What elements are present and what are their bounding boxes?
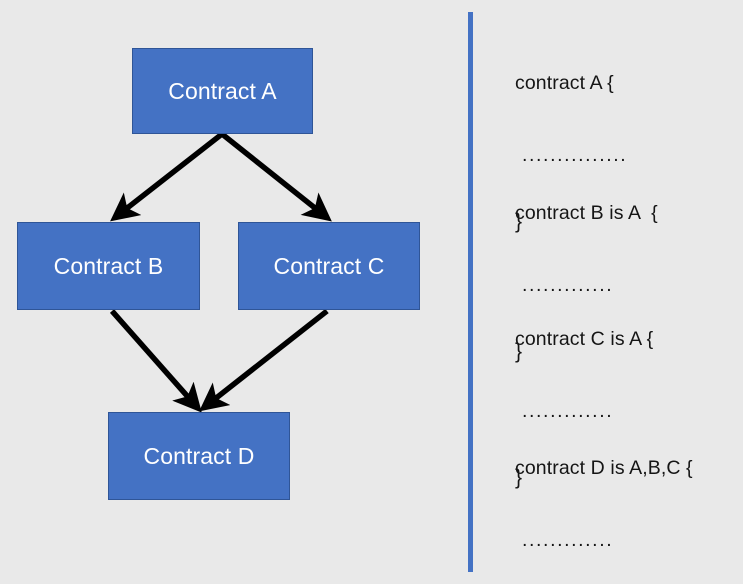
node-contract-c[interactable]: Contract C <box>238 222 420 310</box>
node-contract-c-label: Contract C <box>273 252 385 279</box>
code-header: contract C is A { <box>515 328 654 350</box>
diagram-pane: Contract A Contract B Contract C Contrac… <box>17 48 420 500</box>
code-block-contract-b: contract B is A { ............. } <box>515 166 743 407</box>
code-footer: } <box>515 340 523 363</box>
code-block-contract-d: contract D is A,B,C { ............. } <box>515 421 743 584</box>
edge-a-to-c <box>220 131 332 222</box>
code-body-ellipsis: ............. <box>522 274 614 296</box>
node-contract-d-label: Contract D <box>143 442 255 469</box>
edge-a-to-b <box>110 131 224 222</box>
code-block-contract-a: contract A { ............... } <box>515 36 743 277</box>
edge-c-to-d <box>199 308 329 412</box>
code-block-contract-c: contract C is A { ............. } <box>515 292 743 533</box>
code-pane: contract A { ............... } contract … <box>515 30 743 560</box>
node-contract-b-label: Contract B <box>53 252 164 279</box>
node-contract-d[interactable]: Contract D <box>108 412 290 500</box>
code-body-ellipsis: ............. <box>522 529 614 551</box>
vertical-divider <box>468 12 473 572</box>
code-body-ellipsis: ............... <box>522 144 628 166</box>
code-header: contract A { <box>515 72 614 94</box>
code-footer: } <box>515 466 523 489</box>
code-body-ellipsis: ............. <box>522 400 614 422</box>
code-header: contract B is A { <box>515 202 658 224</box>
node-contract-a-label: Contract A <box>168 77 277 104</box>
edge-b-to-d <box>109 309 202 413</box>
code-header: contract D is A,B,C { <box>515 457 693 479</box>
node-contract-a[interactable]: Contract A <box>132 48 313 134</box>
node-contract-b[interactable]: Contract B <box>17 222 200 310</box>
code-footer: } <box>515 210 523 233</box>
